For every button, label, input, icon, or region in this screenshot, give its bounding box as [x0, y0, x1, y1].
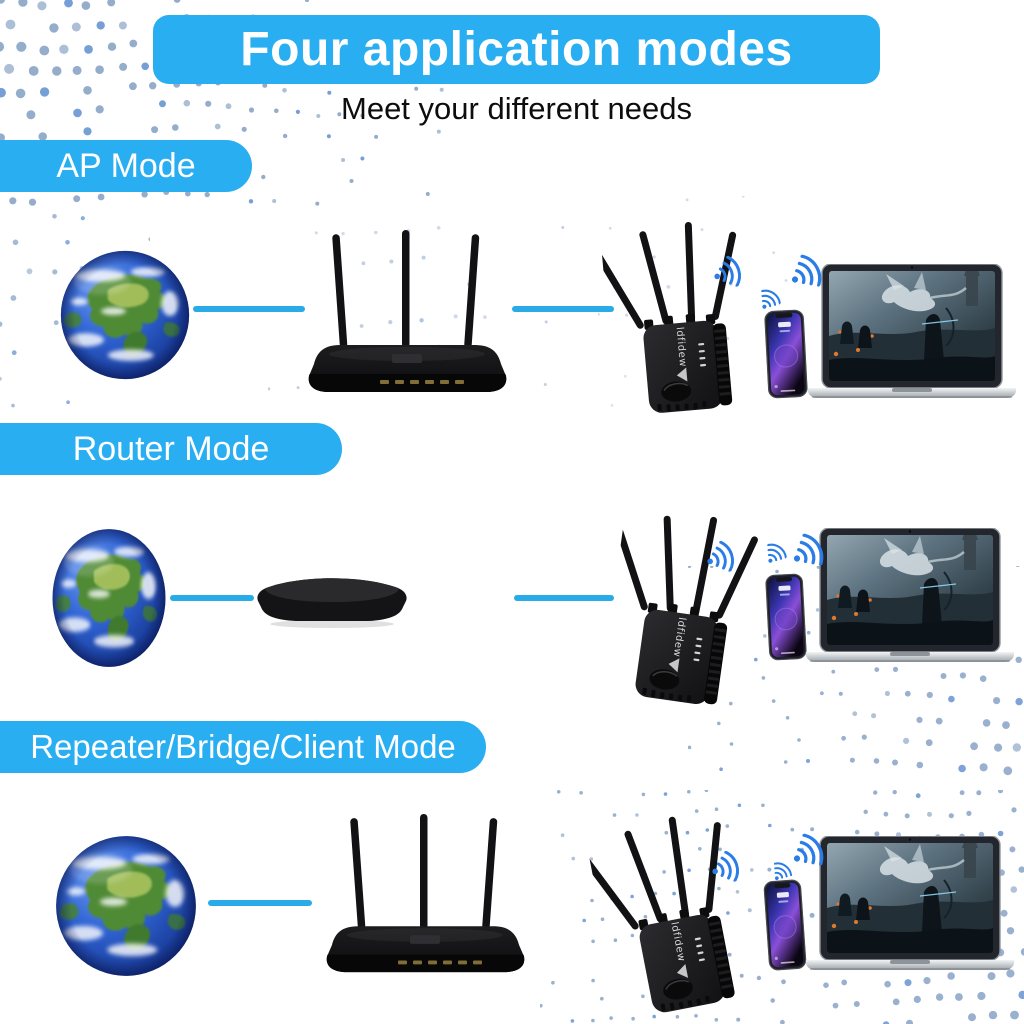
wifi-signal-icon [761, 289, 781, 309]
modem-graphic [257, 578, 407, 628]
laptop-router-mode [804, 528, 1016, 668]
page-subtitle: Meet your different needs [341, 91, 692, 126]
wifi-signal-icon [712, 850, 739, 883]
mode-label-router: Router Mode [72, 429, 270, 468]
laptop-ap-mode [806, 264, 1018, 404]
laptop-graphic [805, 528, 1015, 662]
wifi-repeater-router-mode: ldfidew [599, 504, 790, 720]
laptop-graphic [807, 264, 1017, 398]
wifi-signal-icon [707, 540, 734, 573]
smartphone-repeater-bridge-client-mode [763, 879, 807, 971]
wifi-repeater-ap-mode: ldfidew [599, 215, 781, 424]
mode-banner-repeater: Repeater/Bridge/Client Mode [0, 721, 486, 773]
laptop-graphic [805, 836, 1015, 970]
router-graphic [308, 230, 507, 392]
wifi-signal-icon [714, 255, 741, 288]
wifi-signal-icon [793, 533, 824, 566]
mode-banner-router: Router Mode [0, 423, 342, 475]
mode-banner-ap: AP Mode [0, 140, 252, 192]
wifi-signal-icon-router-mode-2 [784, 525, 837, 576]
repeater-graphic [599, 221, 737, 413]
smartphone-graphic [763, 879, 807, 971]
page-title: Four application modes [240, 23, 793, 76]
connection-line-ap-mode-1 [193, 306, 305, 312]
title-banner: Four application modes [153, 15, 880, 84]
wifi-router-ap-mode [300, 228, 515, 400]
connection-line-router-mode-1 [170, 595, 254, 601]
wifi-signal-icon [791, 254, 822, 287]
internet-globe-ap-mode [58, 248, 192, 382]
wifi-repeater-repeater-bridge-client-mode: ldfidew [584, 802, 785, 1024]
smartphone-graphic [765, 573, 807, 661]
wifi-signal-icon-router-mode-1 [759, 535, 793, 570]
modem-router-mode [256, 566, 408, 630]
wifi-signal-icon-repeater-bridge-client-mode-0 [706, 846, 750, 888]
smartphone-graphic [764, 309, 808, 399]
smartphone-router-mode [765, 573, 807, 661]
wifi-signal-icon [793, 833, 824, 866]
wifi-signal-icon-router-mode-0 [701, 536, 745, 578]
repeater-graphic [584, 816, 735, 1013]
connection-line-repeater-bridge-client-mode-1 [208, 900, 312, 906]
wifi-signal-icon-ap-mode-0 [708, 251, 752, 293]
earth-globe-graphic [52, 529, 166, 667]
repeater-graphic [616, 515, 758, 705]
mode-label-ap: AP Mode [56, 146, 196, 185]
wifi-router-repeater-bridge-client-mode [318, 812, 533, 980]
wifi-signal-icon-repeater-bridge-client-mode-2 [784, 825, 837, 876]
laptop-repeater-bridge-client-mode [804, 836, 1016, 976]
wifi-signal-icon-repeater-bridge-client-mode-1 [766, 855, 797, 887]
smartphone-ap-mode [764, 309, 809, 399]
wifi-signal-icon-ap-mode-2 [782, 246, 835, 297]
internet-globe-repeater-bridge-client-mode [53, 833, 199, 979]
earth-globe-graphic [60, 250, 190, 380]
internet-globe-router-mode [50, 526, 168, 670]
wifi-signal-icon [773, 862, 793, 881]
connection-line-router-mode-2 [514, 595, 614, 601]
mode-label-repeater: Repeater/Bridge/Client Mode [30, 728, 456, 765]
router-graphic [326, 813, 525, 973]
wifi-signal-icon-ap-mode-1 [753, 281, 787, 316]
earth-globe-graphic [56, 836, 196, 976]
connection-line-ap-mode-2 [512, 306, 614, 312]
wifi-signal-icon [767, 543, 787, 563]
